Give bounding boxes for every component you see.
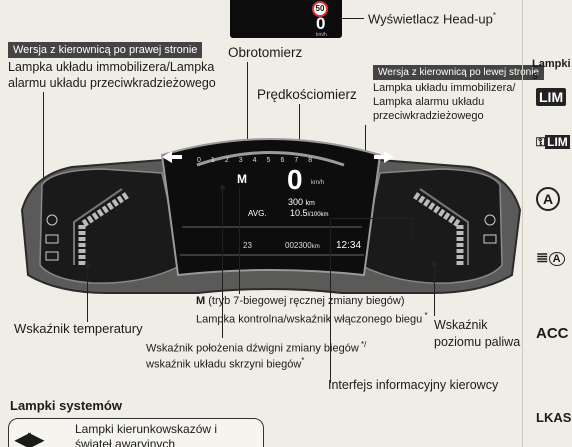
fuel-label-1: Wskaźnik: [434, 318, 488, 332]
tacho-tick: 1: [210, 157, 225, 164]
auto-stop-icon-text: A: [542, 191, 554, 207]
turn-signal-label-2: świateł awaryjnych: [75, 437, 176, 447]
m-label-star: *: [422, 311, 428, 320]
turn-signal-arrows-icon: ◀▶: [15, 429, 44, 447]
consumption-unit: l/100km: [307, 212, 329, 218]
tacho-tick: 5: [266, 157, 281, 164]
speedometer-label: Prędkościomierz: [257, 87, 357, 102]
gear-label-2: wskaźnik układu skrzyni biegów*: [146, 356, 304, 372]
tacho-tick: 8: [308, 157, 323, 164]
lim-key-icon-text: LIM: [545, 135, 570, 149]
hud-limit-value: 50: [315, 4, 325, 13]
cluster-odometer: 002300km: [285, 241, 320, 250]
cluster-gear: M: [237, 172, 247, 186]
turn-signal-box: ◀▶ Lampki kierunkowskazów i świateł awar…: [8, 418, 264, 447]
left-drive-tag: Wersja z kierownicą po lewej stronie: [373, 65, 544, 80]
cluster-outside-temp: 23: [243, 241, 252, 250]
lim-icon: LIM: [536, 88, 567, 106]
right-immobilizer-label-3: przeciwkradzieżowego: [373, 110, 484, 122]
auto-highbeam-icon-text: A: [548, 252, 565, 266]
odometer-value: 002300: [285, 241, 312, 250]
m-label-line2-text: Lampka kontrolna/wskaźnik włączonego bie…: [196, 313, 423, 326]
lim-icon-text: LIM: [539, 89, 564, 105]
tacho-tick: 7: [294, 157, 309, 164]
tacho-tick: 3: [238, 157, 253, 164]
head-up-display: 50 0 km/h: [230, 0, 342, 38]
gear-label-1: Wskaźnik położenia dźwigni zmiany biegów…: [146, 340, 366, 356]
hud-footnote: *: [492, 11, 496, 20]
tacho-tick: 0: [197, 157, 211, 164]
auto-highbeam-icon: ≣A: [536, 248, 565, 266]
lkas-icon: LKAS: [536, 410, 572, 425]
range-unit: km: [305, 200, 315, 207]
consumption-value: 10.5: [290, 208, 308, 218]
gear-label-2-star: *: [301, 356, 305, 365]
cluster-speed-unit: km/h: [311, 180, 325, 186]
gear-label-1-text: Wskaźnik położenia dźwigni zmiany biegów: [146, 342, 359, 355]
temp-label: Wskaźnik temperatury: [14, 321, 143, 336]
right-drive-tag: Wersja z kierownicą po prawej stronie: [8, 42, 203, 58]
speed-limit-sign-icon: 50: [312, 1, 328, 17]
acc-icon: ACC: [536, 325, 569, 342]
turn-signal-label-1: Lampki kierunkowskazów i: [75, 422, 218, 436]
hud-label-text: Wyświetlacz Head-up: [368, 11, 493, 27]
right-immobilizer-label-1: Lampka układu immobilizera/: [373, 82, 516, 94]
cluster-range: 300 km: [288, 197, 315, 207]
m-label-line2: Lampka kontrolna/wskaźnik włączonego bie…: [196, 311, 428, 327]
hud-speed-unit: km/h: [316, 32, 327, 38]
cluster-speed: 0: [287, 164, 303, 195]
tacho-ticks: 012345678: [197, 157, 322, 164]
right-column-title: Lampki s: [532, 58, 571, 82]
hud-speed: 0: [316, 14, 326, 33]
left-immobilizer-label-1: Lampka układu immobilizera/Lampka: [8, 60, 215, 74]
systems-title: Lampki systemów: [10, 398, 122, 413]
driver-interface-label: Interfejs informacyjny kierowcy: [328, 378, 499, 392]
odometer-unit: km: [311, 244, 320, 250]
cluster-clock: 12:34: [336, 240, 362, 251]
hud-label: Wyświetlacz Head-up*: [368, 11, 496, 28]
left-immobilizer-label-2: alarmu układu przeciwkradzieżowego: [8, 76, 216, 90]
m-label-bold: M: [196, 295, 206, 307]
m-label-line1-text: (tryb 7-biegowej ręcznej zmiany biegów): [205, 295, 405, 307]
tacho-tick: 2: [224, 157, 239, 164]
range-value: 300: [288, 197, 304, 207]
right-immobilizer-label-2: Lampka alarmu układu: [373, 96, 485, 108]
lim-key-icon: ⚿LIM: [536, 135, 570, 149]
tacho-tick: 6: [280, 157, 295, 164]
m-label-line1: M (tryb 7-biegowej ręcznej zmiany biegów…: [196, 295, 404, 309]
cluster-avg: AVG.: [248, 209, 267, 218]
auto-stop-icon: A: [536, 187, 560, 211]
instrument-cluster: [20, 138, 522, 294]
gear-label-1-star: */: [358, 340, 367, 349]
gear-label-2-text: wskaźnik układu skrzyni biegów: [146, 358, 302, 371]
tacho-tick: 4: [252, 157, 267, 164]
cluster-consumption: 10.5l/100km: [290, 208, 329, 218]
right-column: [522, 0, 572, 447]
tachometer-label: Obrotomierz: [228, 45, 303, 60]
fuel-label-2: poziomu paliwa: [434, 335, 521, 349]
